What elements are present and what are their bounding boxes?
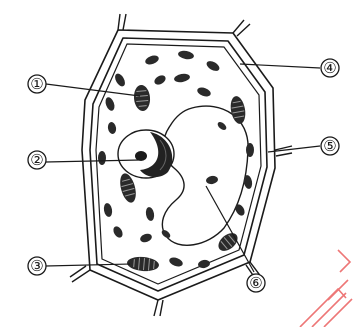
nucleus — [118, 130, 174, 178]
label-2: ② — [28, 151, 46, 169]
leader-1 — [46, 84, 140, 96]
svg-text:⑥: ⑥ — [249, 274, 262, 292]
vacuole — [162, 106, 248, 245]
chloroplast — [126, 256, 159, 273]
chloroplast — [133, 84, 151, 111]
watermark-arrows — [300, 250, 352, 327]
svg-text:⑤: ⑤ — [323, 137, 336, 155]
svg-text:①: ① — [30, 75, 43, 93]
svg-text:②: ② — [30, 151, 43, 169]
label-6: ⑥ — [247, 274, 265, 292]
label-5: ⑤ — [321, 137, 339, 155]
label-1: ① — [28, 75, 46, 93]
leader-4 — [240, 64, 320, 68]
label-4: ④ — [321, 59, 339, 77]
svg-text:④: ④ — [323, 59, 336, 77]
label-3: ③ — [28, 257, 46, 275]
leader-5 — [268, 146, 320, 152]
svg-text:③: ③ — [30, 257, 43, 275]
